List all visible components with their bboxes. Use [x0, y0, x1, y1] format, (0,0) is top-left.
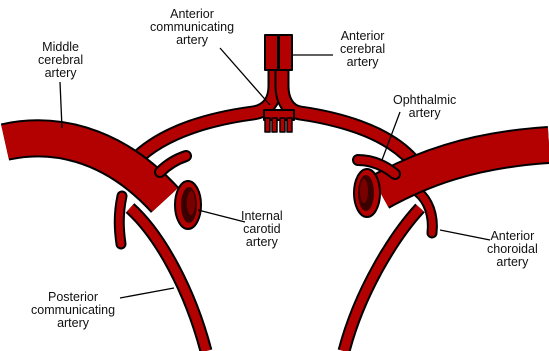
label-line: artery [150, 34, 234, 47]
label-anterior-communicating-artery: Anterior communicating artery [150, 8, 234, 47]
left-posterior-communicating-artery [130, 208, 206, 351]
label-line: artery [241, 236, 283, 249]
label-posterior-communicating-artery: Posterior communicating artery [31, 291, 115, 330]
label-line: artery [38, 67, 83, 80]
left-internal-carotid-artery [175, 181, 201, 229]
label-line: artery [487, 256, 538, 269]
label-middle-cerebral-artery: Middle cerebral artery [38, 41, 83, 80]
right-posterior-communicating-artery [344, 208, 420, 351]
leader-posterior-communicating [120, 288, 174, 298]
anterior-communicating-artery [264, 110, 294, 132]
right-internal-carotid-artery [354, 169, 380, 217]
label-line: artery [31, 317, 115, 330]
leader-anterior-choroidal [440, 230, 490, 240]
label-anterior-cerebral-artery: Anterior cerebral artery [340, 30, 385, 69]
leader-internal-carotid [198, 210, 245, 222]
label-anterior-choroidal-artery: Anterior choroidal artery [487, 230, 538, 269]
label-line: artery [393, 107, 456, 120]
label-internal-carotid-artery: Internal carotid artery [241, 210, 283, 249]
label-ophthalmic-artery: Ophthalmic artery [393, 94, 456, 120]
label-line: artery [340, 56, 385, 69]
leader-anterior-communicating [220, 48, 270, 105]
